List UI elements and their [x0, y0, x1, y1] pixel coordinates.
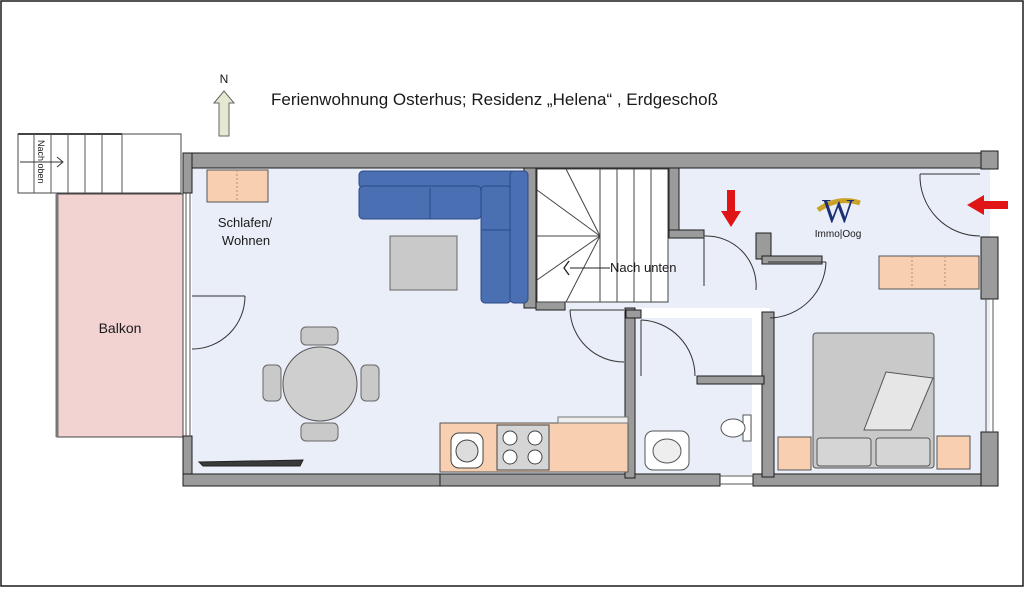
north-arrow-icon	[212, 90, 236, 137]
stairs-up-label: Nach oben	[36, 140, 46, 184]
north-label: N	[220, 72, 229, 86]
kitchen-counter	[439, 416, 629, 473]
plan-title: Ferienwohnung Osterhus; Residenz „Helena…	[271, 90, 718, 109]
nightstand-right	[936, 435, 971, 470]
coffee-table	[389, 235, 458, 291]
sofa	[358, 170, 529, 304]
toilet	[720, 414, 752, 442]
nightstand-left	[777, 436, 812, 471]
interior-staircase	[536, 168, 669, 303]
living-label-line2: Wohnen	[222, 233, 270, 248]
living-label-line1: Schlafen/	[218, 215, 273, 230]
logo-text: Immo|Oog	[815, 229, 862, 240]
balcony-label: Balkon	[99, 320, 142, 336]
exterior-staircase	[17, 133, 182, 194]
dining-table	[262, 326, 380, 442]
logo-letter: W	[822, 193, 855, 230]
double-bed	[812, 332, 935, 469]
entry-arrow-right-icon	[967, 195, 1008, 215]
balcony-area	[56, 193, 184, 438]
outer-walls	[182, 150, 999, 487]
wardrobe	[878, 255, 980, 290]
entry-arrow-icon	[721, 190, 741, 227]
radiator	[197, 459, 304, 467]
doors	[191, 173, 981, 377]
immo-oog-logo: W Immo|Oog	[815, 193, 862, 240]
stairs-down-label: Nach unten	[610, 260, 677, 275]
